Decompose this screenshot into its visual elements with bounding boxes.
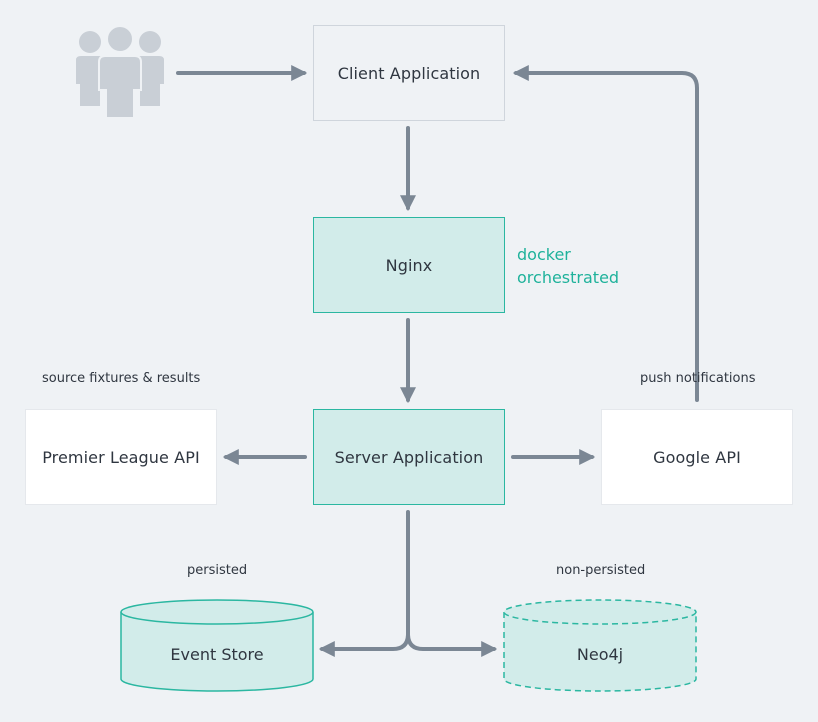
nginx-node: Nginx xyxy=(313,217,505,313)
event-store-label: Event Store xyxy=(170,645,264,664)
neo4j-label: Neo4j xyxy=(576,645,624,664)
premier-league-api-label: Premier League API xyxy=(42,447,200,467)
docker-note-line2: orchestrated xyxy=(517,268,620,287)
server-application-node: Server Application xyxy=(313,409,505,505)
google-api-node: Google API xyxy=(601,409,793,505)
push-notifications-note: push notifications xyxy=(640,371,756,386)
users-group-icon xyxy=(76,26,164,119)
persisted-note: persisted xyxy=(187,563,248,578)
arrow-server-to-event-store xyxy=(318,510,410,657)
arrow-server-to-neo4j xyxy=(406,598,498,657)
event-store-cylinder xyxy=(120,599,314,692)
source-fixtures-note: source fixtures & results xyxy=(42,371,201,386)
premier-league-api-node: Premier League API xyxy=(25,409,217,505)
neo4j-cylinder xyxy=(503,599,697,692)
google-api-label: Google API xyxy=(653,447,741,467)
docker-note-line1: docker xyxy=(517,245,571,264)
client-application-label: Client Application xyxy=(337,63,481,83)
non-persisted-note: non-persisted xyxy=(556,563,646,578)
arrow-google-to-client xyxy=(512,65,699,402)
docker-orchestrated-note: docker orchestrated xyxy=(517,243,619,289)
nginx-label: Nginx xyxy=(385,255,433,275)
client-application-node: Client Application xyxy=(313,25,505,121)
server-application-label: Server Application xyxy=(334,447,484,467)
